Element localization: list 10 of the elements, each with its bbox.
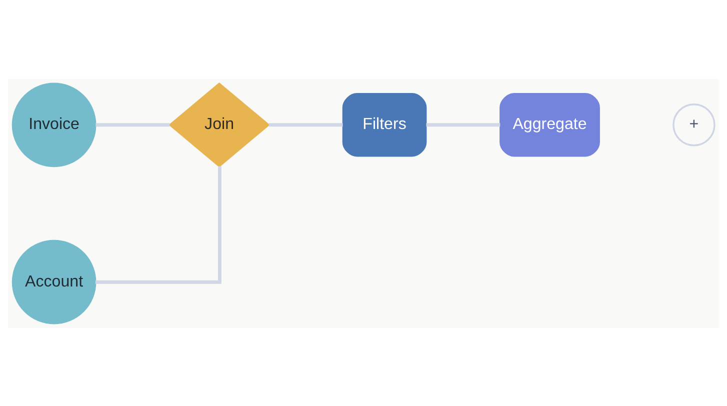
- node-circle: Invoice: [12, 82, 96, 167]
- node-box: Aggregate: [500, 92, 600, 156]
- node-circle: Account: [12, 239, 96, 324]
- connector: [426, 122, 500, 126]
- connector: [95, 166, 222, 284]
- node-circle: +: [672, 103, 716, 146]
- node-box: Filters: [342, 92, 427, 156]
- connector: [268, 122, 343, 126]
- node-diamond: Join: [168, 82, 270, 167]
- connector: [96, 122, 170, 126]
